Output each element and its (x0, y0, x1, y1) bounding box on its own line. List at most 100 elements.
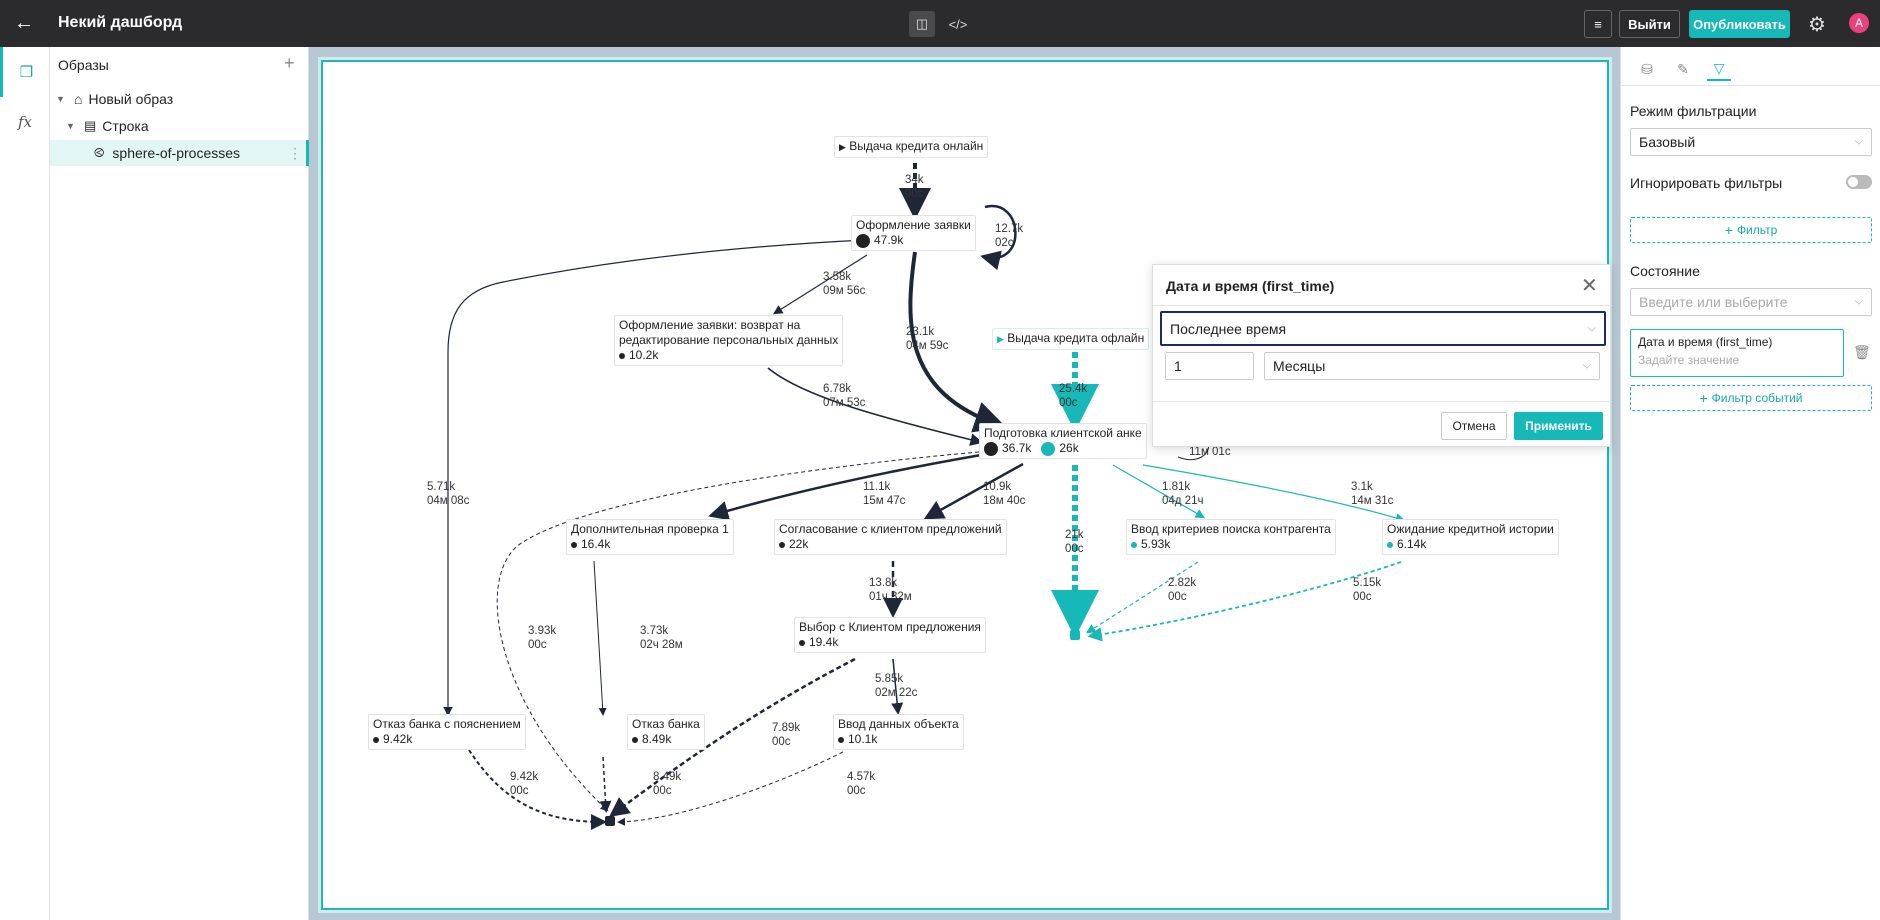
start-node-offline[interactable]: ▶ Выдача кредита офлайн (992, 328, 1150, 350)
start-node-online[interactable]: ▶ Выдача кредита онлайн (834, 136, 989, 158)
caret-down-icon[interactable]: ▼ (56, 94, 65, 104)
process-graph-canvas[interactable]: ▶ Выдача кредита онлайн ▶ Выдача кредита… (318, 57, 1612, 913)
ignore-filters-toggle[interactable] (1846, 175, 1872, 189)
edge-label-line: 3.1k (1351, 481, 1373, 493)
node-name: Дополнительная проверка 1 (571, 522, 729, 536)
plus-icon: + (1699, 390, 1708, 406)
count-dot (1131, 541, 1137, 548)
edge-label-line: 21k (1065, 529, 1084, 541)
node-count: 16.4k (581, 537, 611, 551)
caret-down-icon[interactable]: ▼ (66, 121, 75, 131)
brush-icon[interactable]: ✎ (1677, 60, 1689, 77)
close-icon[interactable]: ✕ (1581, 275, 1598, 297)
end-node[interactable] (605, 816, 615, 826)
tabs-divider (1621, 85, 1880, 86)
node-count: 9.42k (383, 732, 413, 746)
node-name: Отказ банка (632, 717, 700, 731)
count-dot-teal (1041, 441, 1056, 456)
add-filter-button[interactable]: + Фильтр (1630, 217, 1872, 243)
filter-icon[interactable]: ▽ (1707, 57, 1731, 81)
node-count: 8.49k (642, 732, 672, 746)
edge-label-line: 6.78k (823, 383, 852, 395)
home-icon: ⌂ (74, 91, 83, 107)
edge-label-line: 02с (995, 237, 1014, 249)
date-filter-dialog: Дата и время (first_time) ✕ Последнее вр… (1152, 264, 1612, 447)
node-count: 19.4k (809, 635, 839, 649)
plus-icon: + (1724, 222, 1733, 238)
graph-node[interactable]: Согласование с клиентом предложений 22k (774, 519, 1007, 555)
code-view-icon[interactable]: </> (948, 16, 968, 32)
graph-node[interactable]: Отказ банка с пояснением 9.42k (368, 714, 526, 750)
settings-panel: ⛁ ✎ ▽ Режим фильтрации Базовый ⌵ Игнорир… (1620, 47, 1880, 920)
graph-node[interactable]: Ввод критериев поиска контрагента 5.93k (1126, 519, 1336, 555)
add-event-filter-button[interactable]: + Фильтр событий (1630, 385, 1872, 411)
state-select[interactable]: Введите или выберите ⌵ (1630, 288, 1872, 316)
dashboard-title: Некий дашборд (58, 14, 183, 31)
publish-button[interactable]: Опубликовать (1689, 10, 1790, 38)
period-unit-select[interactable]: Месяцы ⌵ (1264, 352, 1600, 380)
add-icon[interactable]: + (284, 53, 295, 73)
pages-icon[interactable]: ❐ (0, 47, 50, 97)
trash-icon[interactable]: 🗑 (1853, 344, 1871, 360)
node-count: 10.1k (848, 732, 878, 746)
period-mode-select[interactable]: Последнее время ⌵ (1160, 311, 1606, 346)
count-dot (984, 441, 998, 456)
state-label: Состояние (1630, 263, 1700, 279)
top-bar: ← Некий дашборд ◫ </> ≡ Выйти Опубликова… (0, 0, 1880, 47)
back-arrow-icon[interactable]: ← (14, 12, 34, 34)
graph-node[interactable]: Оформление заявки: возврат на редактиров… (614, 315, 844, 366)
exit-button[interactable]: Выйти (1619, 10, 1680, 38)
tree-item-row[interactable]: ▼ ▤ Строка (50, 113, 309, 139)
count-dot (779, 541, 785, 548)
node-name: Ввод критериев поиска контрагента (1131, 522, 1331, 536)
graph-node[interactable]: Ввод данных объекта 10.1k (833, 714, 964, 750)
edge-label-line: 04д 21ч (1162, 495, 1204, 507)
function-icon[interactable]: fx (17, 113, 32, 131)
gear-icon[interactable]: ⚙ (1808, 14, 1826, 36)
count-dot (632, 736, 638, 743)
node-name: Подготовка клиентской анке (984, 426, 1142, 440)
graph-node[interactable]: Оформление заявки 47.9k (851, 215, 976, 251)
edge-label-line: 3.93k (528, 625, 557, 637)
cancel-button[interactable]: Отмена (1441, 412, 1507, 440)
row-layout-icon: ▤ (84, 118, 97, 133)
avatar[interactable]: A (1849, 13, 1869, 33)
chevron-down-icon: ⌵ (1854, 295, 1863, 308)
count-dot (373, 736, 379, 743)
database-icon[interactable]: ⛁ (1641, 60, 1653, 77)
edge-label-line: 00с (510, 785, 529, 797)
tree-item-widget[interactable]: ⧀ sphere-of-processes ⋮ (50, 140, 309, 166)
period-amount-input[interactable]: 1 (1165, 352, 1254, 380)
count-dot (799, 639, 805, 646)
graph-node[interactable]: Ожидание кредитной истории 6.14k (1382, 519, 1559, 555)
dialog-divider (1153, 401, 1612, 402)
edge-label-line: 00с (1059, 397, 1078, 409)
apply-button[interactable]: Применить (1514, 412, 1603, 440)
filter-mode-select[interactable]: Базовый ⌵ (1630, 128, 1872, 156)
tree-item-image[interactable]: ▼ ⌂ Новый образ (50, 86, 309, 112)
graph-node[interactable]: Выбор с Клиентом предложения 19.4k (794, 617, 986, 653)
ignore-filters-label: Игнорировать фильтры (1630, 175, 1783, 191)
graph-node[interactable]: Дополнительная проверка 1 16.4k (566, 519, 734, 555)
edge-label-line: 00с (1065, 543, 1084, 555)
tree-structure-icon[interactable]: ≡ (1584, 10, 1612, 38)
edge-label-line: 02м 22с (875, 687, 918, 699)
date-filter-card[interactable]: Дата и время (first_time) Задайте значен… (1630, 329, 1844, 377)
graph-node[interactable]: Отказ банка 8.49k (627, 714, 705, 750)
layout-view-icon[interactable]: ◫ (909, 11, 935, 37)
dialog-divider (1153, 305, 1612, 306)
edge-label-line: 00с (1353, 591, 1372, 603)
images-panel-title: Образы (58, 57, 109, 73)
end-node-offline[interactable] (1070, 630, 1080, 640)
edge-label-line: 00с (653, 785, 672, 797)
more-icon[interactable]: ⋮ (288, 144, 302, 161)
edge-label-line: 04м 59с (906, 340, 949, 352)
